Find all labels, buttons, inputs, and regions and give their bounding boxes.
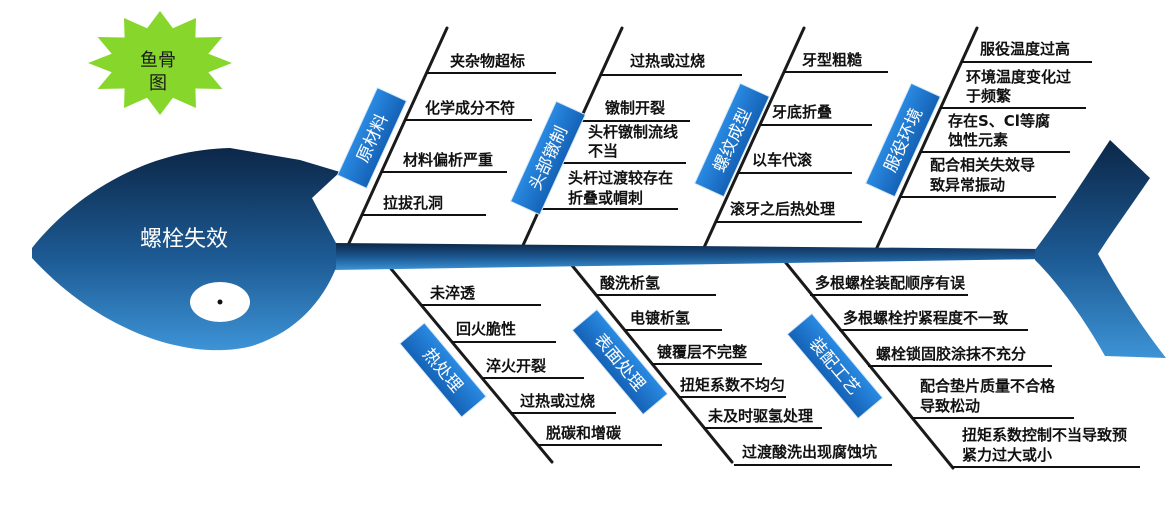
cause-text: 头杆过渡较存在 (568, 169, 673, 187)
badge-title-line2: 图 (149, 73, 167, 94)
fish-spine (334, 243, 1045, 270)
bone-assembly-process (780, 256, 955, 470)
cause-text: 过热或过烧 (630, 52, 705, 70)
cause-text: 以车代滚 (752, 151, 813, 169)
cause-text: 头杆镦制流线 (588, 123, 678, 141)
category-label-thread-forming: 螺纹成型 (693, 82, 771, 198)
starburst-shape (88, 11, 232, 115)
cause-text: 滚牙之后热处理 (730, 200, 835, 218)
category-label-assembly-process: 装配工艺 (786, 312, 884, 420)
cause-text: 配合垫片质量不合格 (920, 377, 1056, 395)
cause-text: 酸洗析氢 (600, 274, 660, 292)
cause-text: 淬火开裂 (486, 357, 546, 375)
cause-text: 夹杂物超标 (450, 52, 525, 70)
category-label-service-environment: 服役环境 (864, 82, 942, 198)
cause-text: 过热或过烧 (520, 392, 595, 410)
category-box (336, 87, 408, 189)
fish-tail (1035, 140, 1166, 358)
cause-group-head-forging: 过热或过烧 镦制开裂 头杆镦制流线 不当 头杆过渡较存在 折叠或帽刺 (539, 52, 742, 210)
cause-text: 材料偏析严重 (403, 151, 493, 169)
cause-text: 不当 (588, 142, 618, 160)
cause-text: 牙底折叠 (772, 103, 832, 121)
cause-text: 多根螺栓装配顺序有误 (815, 274, 966, 292)
cause-text: 多根螺栓拧紧程度不一致 (843, 309, 1009, 327)
cause-text: 未及时驱氢处理 (707, 407, 813, 425)
cause-text: 螺栓锁固胶涂抹不充分 (876, 345, 1026, 363)
category-box (571, 308, 669, 416)
cause-text: 过渡酸洗出现腐蚀坑 (742, 443, 877, 461)
cause-group-thread-forming: 牙型粗糙 牙底折叠 以车代滚 滚牙之后热处理 (716, 51, 888, 223)
fish-eye-pupil (217, 299, 223, 305)
effect-label: 螺栓失效 (140, 227, 228, 252)
cause-group-service-environment: 服役温度过高 环境温度变化过 于频繁 存在S、Cl等腐 蚀性元素 配合相关失效导… (900, 40, 1092, 198)
cause-text: 化学成分不符 (425, 99, 515, 117)
fish-head (32, 148, 340, 351)
cause-text: 折叠或帽刺 (568, 189, 643, 207)
cause-text: 镀覆层不完整 (657, 343, 747, 361)
cause-text: 服役温度过高 (980, 40, 1070, 58)
category-box (509, 100, 587, 216)
category-box (864, 82, 942, 198)
bone-heat-treatment (380, 256, 554, 464)
cause-text: 扭矩系数控制不当导致预 (962, 426, 1127, 444)
cause-text: 环境温度变化过 (966, 68, 1071, 86)
cause-group-assembly-process: 多根螺栓装配顺序有误 多根螺栓拧紧程度不一致 螺栓锁固胶涂抹不充分 配合垫片质量… (810, 274, 1140, 468)
category-box (786, 312, 884, 420)
category-box (399, 322, 487, 418)
cause-group-surface-treatment: 酸洗析氢 电镀析氢 镀覆层不完整 扭矩系数不均匀 未及时驱氢处理 过渡酸洗出现腐… (596, 274, 892, 466)
cause-text: 脱碳和增碳 (546, 424, 622, 442)
bone-service-environment (873, 26, 979, 254)
category-box (693, 82, 771, 198)
cause-text: 牙型粗糙 (802, 51, 862, 69)
cause-text: 镦制开裂 (604, 99, 665, 117)
cause-text: 回火脆性 (456, 320, 516, 338)
cause-text: 配合相关失效导 (930, 156, 1035, 174)
cause-text: 致异常振动 (930, 176, 1005, 194)
cause-text: 导致松动 (920, 397, 980, 415)
bone-thread-forming (700, 26, 806, 254)
cause-text: 紧力过大或小 (962, 446, 1052, 464)
badge-title-line1: 鱼骨 (140, 50, 176, 71)
cause-text: 于频繁 (966, 87, 1012, 105)
cause-text: 电镀析氢 (630, 309, 690, 327)
fishbone-badge: 鱼骨 图 (88, 11, 232, 115)
cause-text: 未淬透 (429, 284, 476, 302)
cause-text: 扭矩系数不均匀 (680, 376, 785, 394)
cause-text: 拉拔孔洞 (383, 194, 443, 212)
category-label-heat-treatment: 热处理 (399, 322, 487, 418)
cause-text: 存在S、Cl等腐 (948, 112, 1050, 130)
cause-text: 蚀性元素 (947, 131, 1008, 149)
cause-group-heat-treatment: 未淬透 回火脆性 淬火开裂 过热或过烧 脱碳和增碳 (421, 284, 662, 446)
cause-group-raw-material: 夹杂物超标 化学成分不符 材料偏析严重 拉拔孔洞 (362, 52, 556, 216)
